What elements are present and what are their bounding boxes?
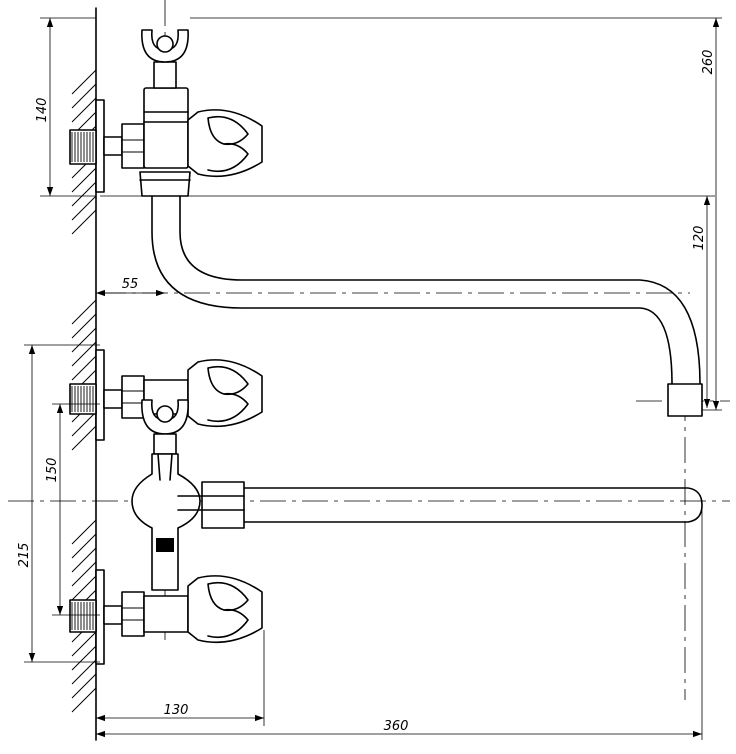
dimension-labels: 260 140 120 55 150 215 130 360 xyxy=(17,50,716,734)
lower-valve-body xyxy=(143,595,189,633)
upper-thread xyxy=(71,132,94,162)
upper-spout-collar xyxy=(139,171,191,197)
upper-shower-holder xyxy=(141,29,189,63)
dim-label-120: 120 xyxy=(692,226,707,251)
mid-thread xyxy=(71,386,94,412)
upper-shower-holder-stem xyxy=(153,61,177,89)
spout-aerator xyxy=(667,383,703,417)
curved-spout xyxy=(151,195,703,417)
lower-mixer xyxy=(69,349,263,665)
lower-thread xyxy=(71,602,94,630)
upper-shower-body xyxy=(69,29,263,197)
dim-label-150: 150 xyxy=(45,458,60,483)
mid-wall-flange xyxy=(95,349,105,441)
dim-label-130: 130 xyxy=(164,703,189,718)
upper-valve-body xyxy=(143,87,189,169)
straight-spout xyxy=(177,481,703,529)
dim-label-260: 260 xyxy=(701,50,716,75)
dimensions xyxy=(24,17,722,740)
mid-nut xyxy=(121,375,145,419)
dim-label-55: 55 xyxy=(122,277,139,292)
center-lines xyxy=(8,0,730,700)
dim-label-215: 215 xyxy=(17,543,32,568)
lower-nut xyxy=(121,591,145,637)
lower-shower-holder xyxy=(141,399,189,435)
spout-nut xyxy=(201,481,245,529)
lower-wall-flange xyxy=(95,569,105,665)
dim-label-140: 140 xyxy=(35,98,50,123)
dim-label-360: 360 xyxy=(384,719,409,734)
upper-wall-flange xyxy=(95,99,105,193)
diverter-mark xyxy=(156,538,174,552)
mixer-body xyxy=(131,453,201,591)
upper-nut xyxy=(121,123,145,169)
